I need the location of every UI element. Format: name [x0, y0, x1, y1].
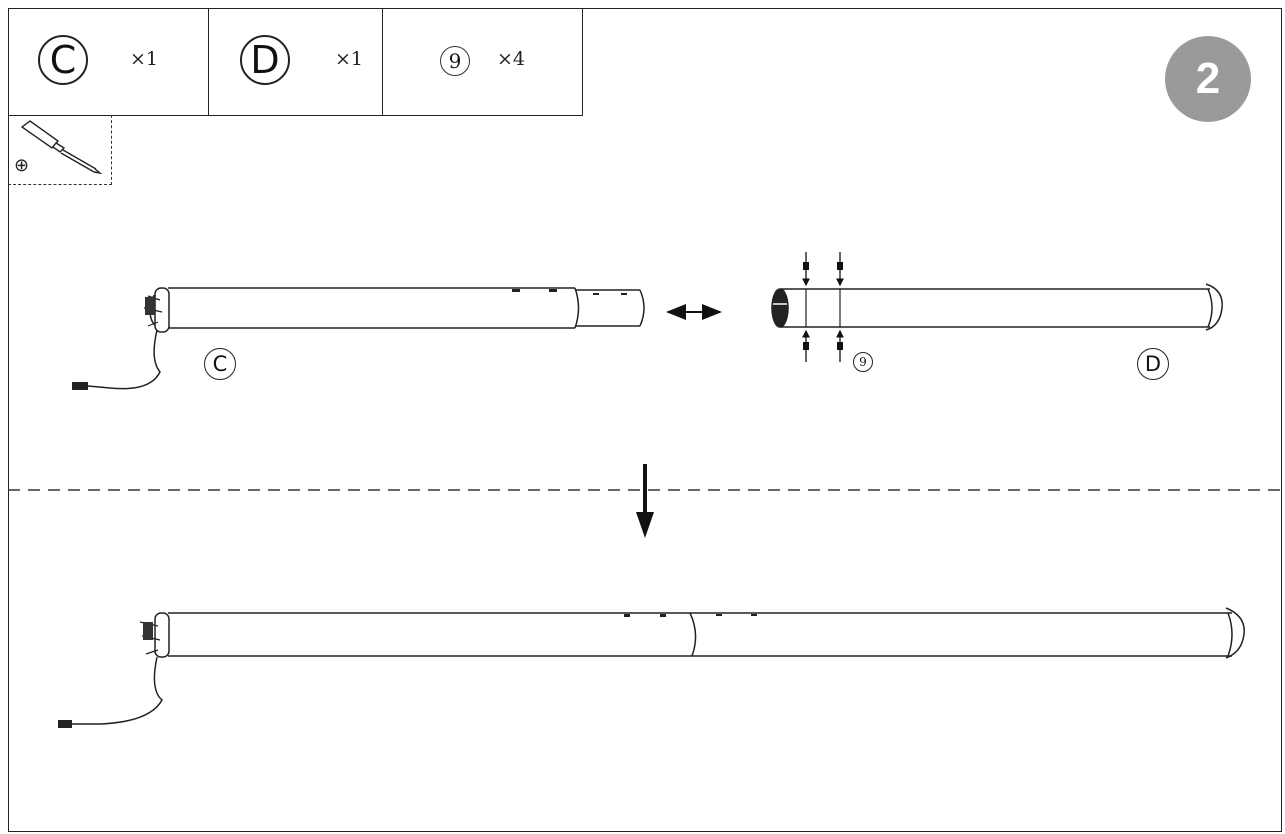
part-cell-c: C ×1	[8, 8, 208, 115]
phillips-screwdriver-icon	[20, 120, 103, 175]
result-arrow	[636, 464, 654, 538]
part-c-label: C	[38, 35, 88, 85]
screw-label: 9	[853, 352, 873, 372]
instruction-frame	[8, 8, 1282, 832]
part-c-quantity: ×1	[130, 48, 159, 70]
part-d-label: D	[240, 35, 290, 85]
tube-c-assembly	[72, 287, 645, 390]
part-cell-screw: 9 ×4	[382, 8, 582, 115]
parts-table: C ×1 D ×1 9 ×4	[8, 8, 583, 116]
part-screw-label: 9	[440, 46, 470, 76]
part-cell-d: D ×1	[208, 8, 382, 115]
tube-c-label: C	[204, 348, 236, 380]
part-d-quantity: ×1	[335, 48, 364, 70]
tube-d-label: D	[1137, 348, 1169, 380]
step-number-badge: 2	[1165, 36, 1251, 122]
tube-d	[771, 283, 1223, 331]
screw-arrows	[802, 252, 844, 362]
part-screw-quantity: ×4	[497, 48, 526, 70]
assembled-tube	[58, 607, 1245, 728]
tool-box: ⊕	[8, 115, 112, 185]
phillips-symbol: ⊕	[14, 155, 30, 176]
